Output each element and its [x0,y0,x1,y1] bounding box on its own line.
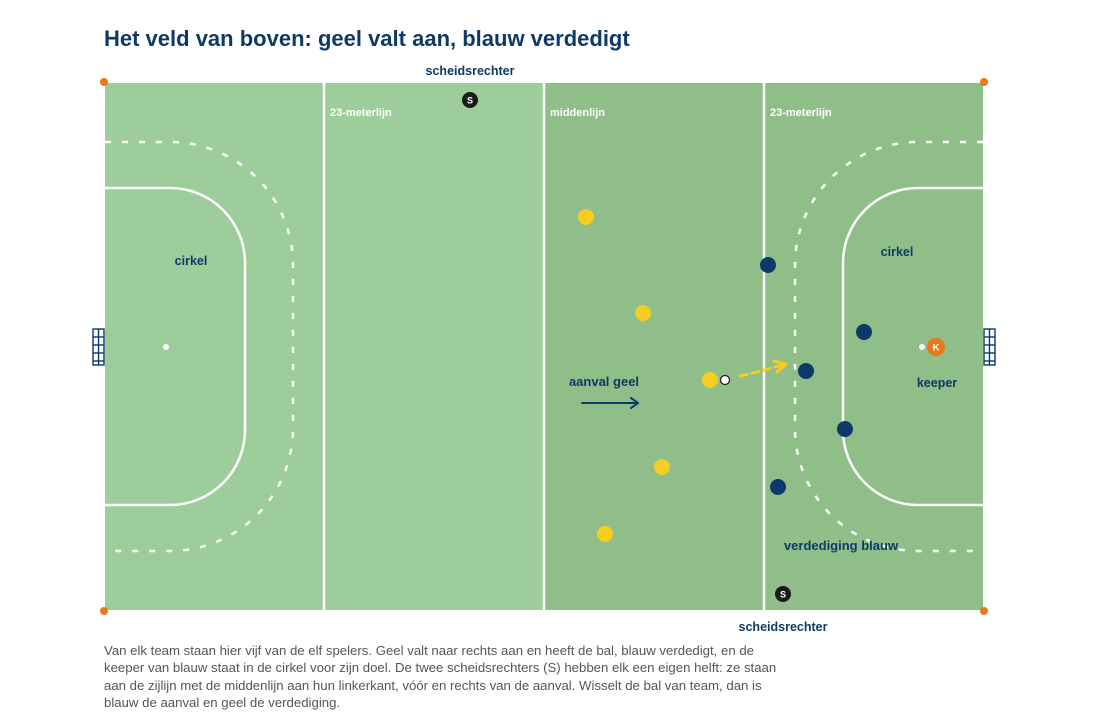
label-attack: aanval geel [569,374,639,389]
label-midline: middenlijn [550,107,605,119]
corner-marker-top-left [100,78,108,86]
ball [719,374,731,386]
yellow-player [654,459,670,475]
penalty-spot-right [919,344,925,350]
label-umpire-bottom: scheidsrechter [739,620,828,634]
blue-player [760,257,776,273]
label-circle-left: cirkel [175,254,208,268]
corner-marker-top-right [980,78,988,86]
umpire-top-letter: S [467,96,473,106]
label-defense: verdediging blauw [784,538,899,553]
blue-player [798,363,814,379]
corner-marker-bottom-right [980,607,988,615]
dashed-arc-left [105,140,295,553]
label-23m-left: 23-meterlijn [330,107,392,119]
dashed-arc-right [793,140,983,553]
blue-player [837,421,853,437]
yellow-player [702,372,718,388]
umpire-bottom-letter: S [780,590,786,600]
shooting-circle-right [841,186,983,507]
label-23m-right: 23-meterlijn [770,107,832,119]
yellow-player [597,526,613,542]
goal-left [92,328,105,366]
page-title: Het veld van boven: geel valt aan, blauw… [104,26,630,51]
keeper-marker-letter: K [933,343,940,354]
attack-direction-arrow [581,397,639,409]
blue-player [770,479,786,495]
shooting-circle-left [105,186,247,507]
caption: Van elk team staan hier vijf van de elf … [104,643,777,711]
pass-arrow [738,359,788,378]
goal-right [983,328,996,366]
label-keeper: keeper [917,376,957,390]
keeper-marker [927,338,945,356]
penalty-spot-left [163,344,169,350]
umpire-bottom-marker [775,586,791,602]
corner-marker-bottom-left [100,607,108,615]
yellow-player [578,209,594,225]
umpire-top-marker [462,92,478,108]
label-circle-right: cirkel [881,245,914,259]
blue-player [856,324,872,340]
label-umpire-top: scheidsrechter [426,64,515,78]
yellow-player [635,305,651,321]
